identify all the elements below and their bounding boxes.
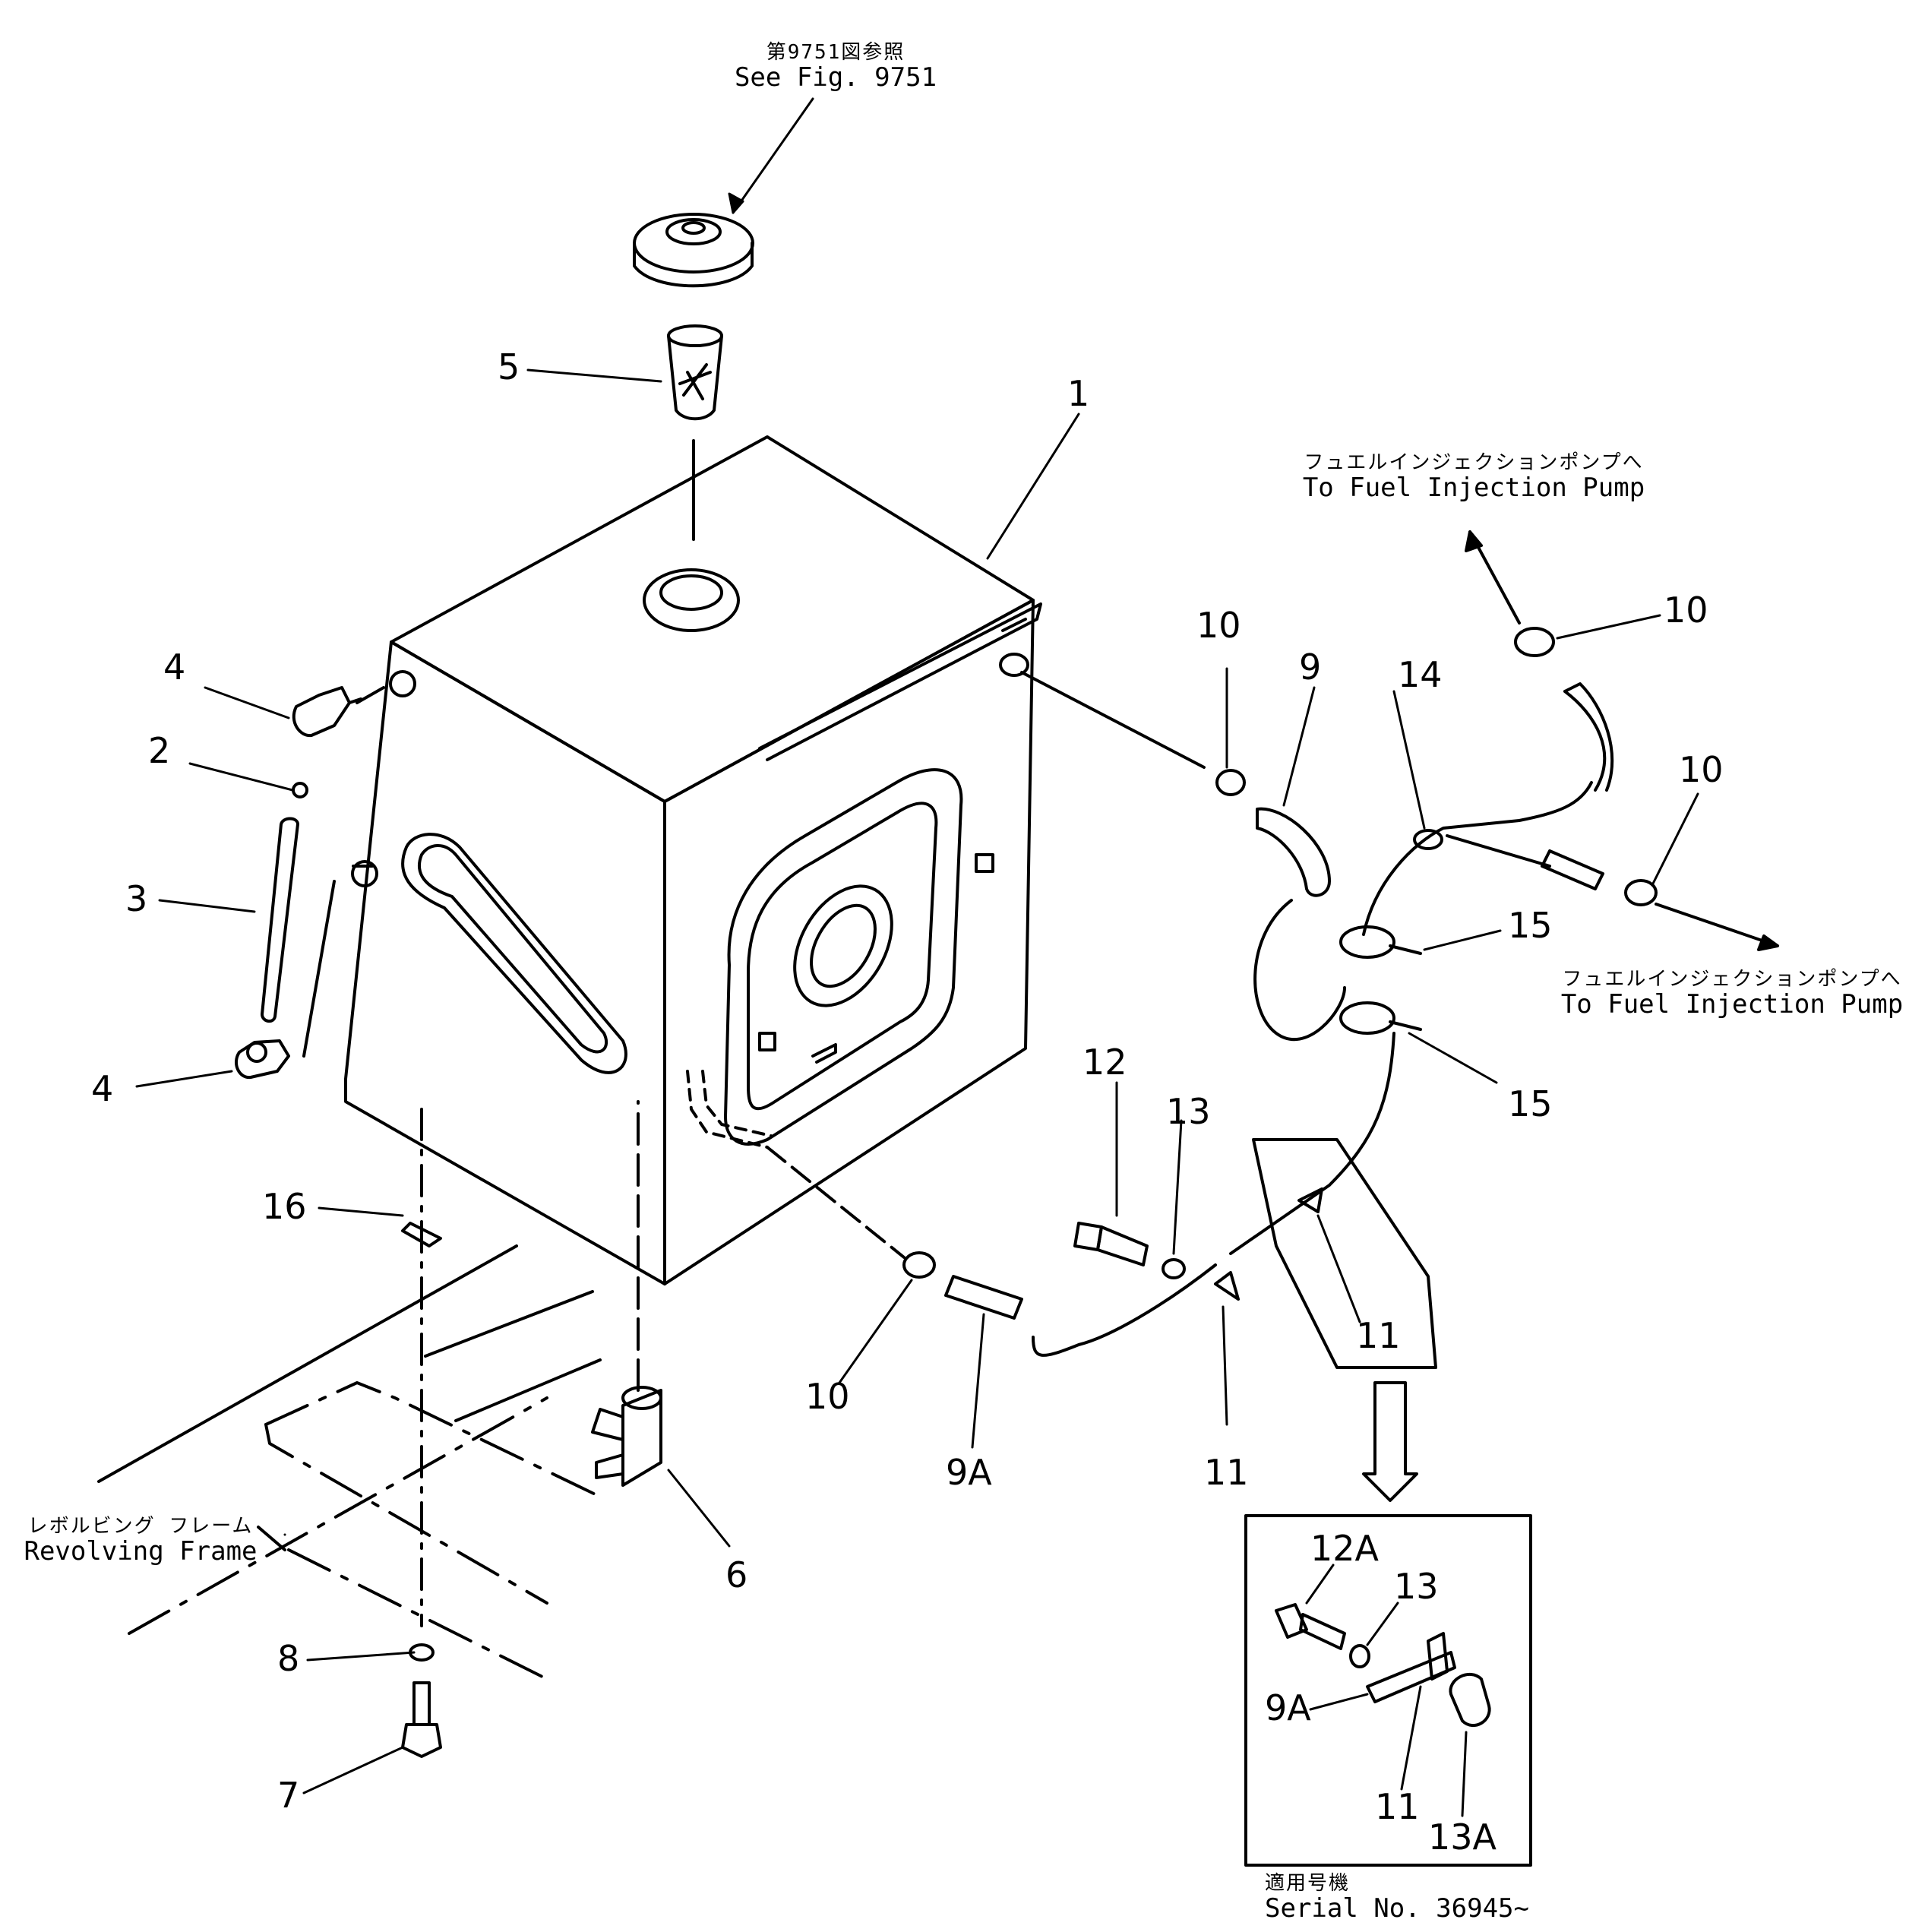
filler-cap [633, 213, 754, 288]
revolving-frame-note-jp: レボルビング フレーム [27, 1515, 254, 1538]
revolving-frame [97, 1244, 602, 1681]
callout-15-upper: 15 [1508, 905, 1553, 946]
fuel-lines [766, 530, 1779, 1502]
detail-inset [1244, 1514, 1532, 1867]
callout-8: 8 [277, 1638, 300, 1679]
see-fig-note-en: See Fig. 9751 [734, 62, 937, 93]
see-fig-note-jp: 第9751図参照 [766, 41, 906, 64]
revolving-frame-note: レボルビング フレーム Revolving Frame [0, 1516, 281, 1566]
to-pump-top-note-jp: フュエルインジェクションポンプへ [1304, 451, 1644, 474]
callout-7: 7 [277, 1775, 300, 1816]
callout-3: 3 [125, 878, 148, 919]
callout-10-left: 10 [1196, 605, 1241, 646]
serial-note-en: Serial No. 36945~ [1265, 1892, 1529, 1924]
to-pump-top-note-en: To Fuel Injection Pump [1302, 472, 1645, 503]
callout-10-bottom: 10 [805, 1376, 850, 1417]
callout-14: 14 [1398, 654, 1443, 695]
level-gauge [235, 686, 385, 1080]
callout-13: 13 [1166, 1091, 1211, 1132]
callout-11-box: 11 [1356, 1315, 1401, 1356]
callout-5: 5 [498, 346, 520, 387]
revolving-frame-note-en: Revolving Frame [24, 1535, 258, 1567]
mount-bolt-set [401, 1108, 442, 1758]
callout-6: 6 [725, 1554, 748, 1595]
callout-10-top: 10 [1664, 590, 1708, 631]
inset-callout-11: 11 [1375, 1786, 1420, 1827]
callout-2: 2 [148, 730, 171, 771]
to-pump-right-note: フュエルインジェクションポンプへ To Fuel Injection Pump [1557, 969, 1907, 1019]
serial-note: 適用号機 Serial No. 36945~ [1265, 1873, 1529, 1923]
to-pump-top-note: フュエルインジェクションポンプへ To Fuel Injection Pump [1261, 452, 1686, 502]
callout-10-right: 10 [1679, 749, 1724, 790]
inset-callout-13: 13 [1394, 1566, 1439, 1607]
strainer [667, 324, 723, 541]
callout-1: 1 [1067, 373, 1090, 414]
callout-9a: 9A [946, 1452, 992, 1493]
fuel-tank [344, 435, 1042, 1285]
leader-lines [135, 97, 1699, 1817]
callout-12: 12 [1083, 1042, 1127, 1083]
inset-callout-9a: 9A [1265, 1687, 1311, 1728]
drain-valve [591, 1100, 662, 1487]
callout-4-lower: 4 [91, 1068, 114, 1109]
callout-15-lower: 15 [1508, 1083, 1553, 1124]
callout-4-upper: 4 [163, 647, 186, 688]
callout-11-lower: 11 [1204, 1452, 1249, 1493]
callout-9: 9 [1299, 647, 1322, 688]
serial-note-jp: 適用号機 [1265, 1872, 1351, 1895]
callout-16: 16 [262, 1186, 307, 1227]
inset-callout-13a: 13A [1428, 1817, 1497, 1858]
to-pump-right-note-en: To Fuel Injection Pump [1560, 988, 1904, 1020]
inset-callout-12a: 12A [1310, 1528, 1380, 1569]
see-fig-note: 第9751図参照 See Fig. 9751 [729, 42, 942, 92]
to-pump-right-note-jp: フュエルインジェクションポンプへ [1562, 968, 1902, 991]
